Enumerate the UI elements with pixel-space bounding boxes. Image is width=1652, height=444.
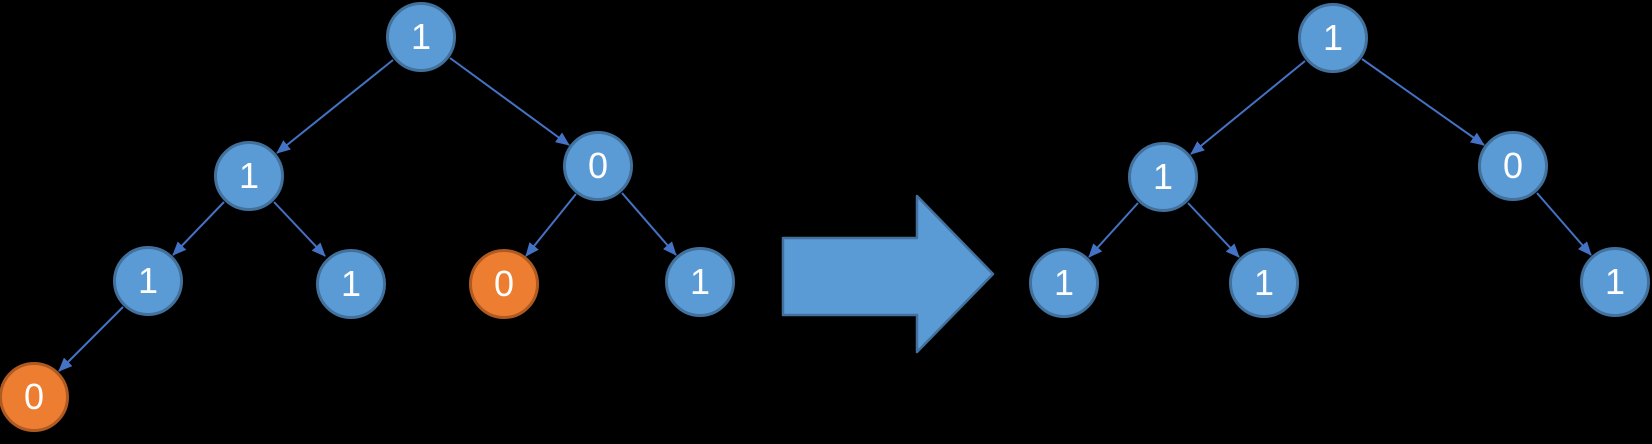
tree-node: 1 (665, 247, 735, 317)
tree-before-edges (58, 57, 677, 372)
tree-edge (273, 201, 326, 257)
tree-edge (1361, 58, 1485, 146)
tree-edge (525, 193, 577, 257)
tree-node: 1 (1229, 248, 1299, 318)
tree-node: 0 (1478, 131, 1548, 201)
tree-node: 1 (1580, 247, 1650, 317)
tree-edge (449, 57, 570, 146)
tree-node: 1 (1298, 3, 1368, 73)
tree-edge (1190, 60, 1306, 155)
tree-node-pruned: 0 (0, 362, 69, 432)
tree-edge (1088, 202, 1139, 258)
tree-edge (58, 306, 124, 372)
tree-node: 1 (1029, 248, 1099, 318)
tree-after-edges (1088, 58, 1592, 258)
tree-node: 1 (113, 246, 183, 316)
tree-edge (1536, 192, 1592, 256)
tree-edge (1187, 202, 1240, 258)
tree-edge (172, 201, 225, 256)
tree-node: 1 (386, 2, 456, 72)
tree-node: 1 (316, 249, 386, 319)
tree-edge (621, 192, 677, 256)
tree-node: 0 (563, 131, 633, 201)
transform-arrow-icon (781, 194, 995, 354)
tree-node: 1 (1128, 142, 1198, 212)
tree-node-pruned: 0 (469, 249, 539, 319)
tree-edge (276, 59, 394, 154)
tree-node: 1 (214, 141, 284, 211)
